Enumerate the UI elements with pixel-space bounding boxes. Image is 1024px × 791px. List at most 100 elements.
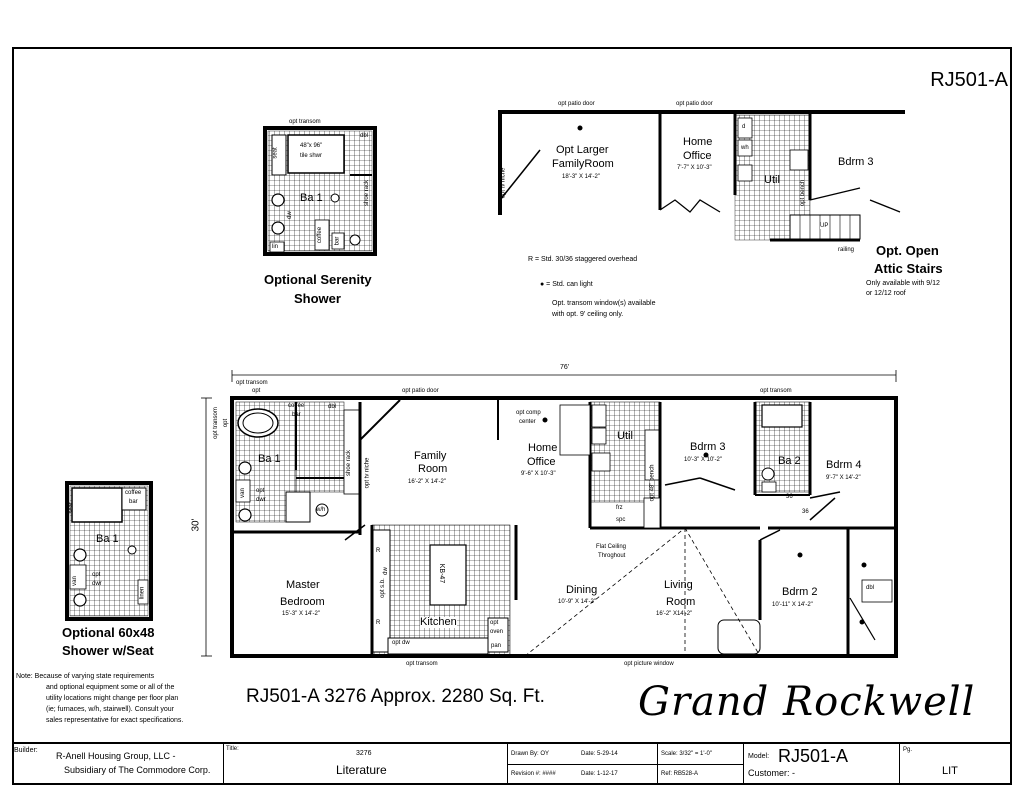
opt-sb-label: opt s.b. [379,578,386,598]
tb-date-1: Date: 5-29-14 [581,751,618,757]
dwr-label: dwr [256,497,266,503]
top-family: Opt Larger [556,144,609,156]
top-util: Util [764,174,780,186]
opt-picture-window: opt picture window [624,661,674,667]
tb-scale: Scale: 3/32" = 1'-0" [661,751,712,757]
top-office-2: Office [683,150,712,162]
legend-transom-2: with opt. 9' ceiling only. [552,311,624,318]
legend-transom-1: Opt. transom window(s) available [552,300,656,307]
pan-label: pan [491,643,502,649]
comp-center-1: opt comp [516,410,541,416]
dining-dim: 10'-9" X 14'-2" [558,599,596,605]
top-railing: railing [838,247,855,253]
note-line-4: (ie; furnaces, w/h, stairwell). Consult … [46,706,174,713]
r-label-1: R [376,548,381,554]
inset60-caption-1: Optional 60x48 [62,625,155,640]
tb-page-cell: Pg. LIT [900,744,1010,785]
tb-builder-2: Subsidiary of The Commodore Corp. [64,765,211,775]
dbl-label: dbl [328,404,337,410]
frz-label: frz [616,505,623,511]
bar-label: bar [292,412,301,418]
tb-model-val: RJ501-A [778,746,849,766]
opt-oven: opt [490,620,499,626]
note-line-3: utility locations might change per floor… [46,695,179,702]
top-office: Home [683,136,713,148]
room-home-office-2: Office [527,456,556,468]
serenity-dw: dw [286,211,293,219]
inset-top-plan [498,110,905,242]
van-label: van [239,488,246,498]
kb-47-label: KB-47 [438,563,446,584]
serenity-lin: lin [272,244,279,250]
attic-caption-4: or 12/12 roof [866,290,906,297]
brand-logo: Grand Rockwell [638,679,976,725]
top-patio-1: opt patio door [558,101,595,107]
room-bdrm2: Bdrm 2 [782,586,818,598]
inset60-caption-2: Shower w/Seat [62,643,154,658]
comp-center-2: center [519,419,536,425]
room-util: Util [617,430,633,442]
room-family-2: Room [418,463,448,475]
serenity-coffee: coffee [317,226,324,244]
note-line-5: sales representative for exact specifica… [46,717,184,724]
opt-transom-bottom: opt transom [406,661,438,667]
serenity-seat: seat [272,147,279,159]
room-dining: Dining [566,584,598,596]
oven-label: oven [490,629,504,635]
serenity-shoe-rack: shoe rack [364,179,371,207]
opt-left: opt [223,418,230,428]
serenity-shower-size: 48"x 96" [300,143,323,149]
door-36-b: 36 [802,509,809,515]
inset60-opt: opt [92,572,101,578]
room-master-2: Bedroom [280,596,325,608]
room-kitchen: Kitchen [420,616,457,628]
top-office-dim: 7'-7" X 10'-3" [677,165,712,171]
dbl-right: dbl [866,585,875,591]
tb-drawn-cell: Drawn By: OY Date: 5-29-14 Revision #: #… [508,744,658,785]
overall-width-label: 76' [560,364,570,371]
flat-ceiling-2: Throghout [598,553,626,559]
tb-revision: Revision #: #### [511,771,556,777]
shoe-rack-label: shoe rack [346,449,353,477]
room-bdrm3: Bdrm 3 [690,441,726,453]
flat-ceiling-1: Flat Ceiling [596,544,627,550]
tv-niche-label: opt tv niche [364,457,371,489]
tb-builder-label: Builder: [14,747,38,754]
attic-caption-3: Only available with 9/12 [866,280,940,287]
legend-r: R = Std. 30/36 staggered overhead [528,256,638,263]
inset-serenity-shower [263,126,377,256]
model-code: RJ501-A [930,69,1008,91]
serenity-dbl: dbl [360,133,369,139]
bdrm3-dim: 10'-3" X 10'-2" [684,457,722,463]
coffee-label: coffee [288,403,305,409]
note-line-1: Note: Because of varying state requireme… [16,673,155,680]
opt-patio-door: opt patio door [402,388,439,394]
serenity-opt-transom: opt transom [289,119,321,125]
attic-caption-2: Attic Stairs [874,261,943,276]
plan-headline: RJ501-A 3276 Approx. 2280 Sq. Ft. [246,686,545,707]
top-family-2: FamilyRoom [552,158,614,170]
room-family: Family [414,450,447,462]
family-dim: 16'-2" X 14'-2" [408,479,446,485]
top-family-dim: 18'-3" X 14'-2" [562,174,600,180]
spc-label: spc [616,517,626,523]
serenity-caption-1: Optional Serenity [264,272,372,287]
tb-title-cell: Title: 3276 Literature [224,744,508,785]
legend-can: ● = Std. can light [540,281,593,288]
top-up: UP [820,223,829,229]
attic-caption-1: Opt. Open [876,243,939,258]
opt-transom-right: opt transom [760,388,792,394]
inset60-seat: seat [68,502,75,514]
opt-dwr-label: opt [256,488,265,494]
tb-scale-cell: Scale: 3/32" = 1'-0" Ref: RB528-A [658,744,744,785]
opt-top: opt [252,388,261,394]
master-dim: 15'-3" X 14'-2" [282,611,320,617]
top-bdrm3: Bdrm 3 [838,156,874,168]
tb-builder-cell: Builder: R-Anell Housing Group, LLC - Su… [12,744,224,785]
r-label-2: R [376,620,381,626]
main-plan [201,370,898,658]
inset60-dwr: dwr [92,581,102,587]
room-ba1: Ba 1 [258,453,281,465]
overall-depth-label: 30' [190,518,202,532]
top-d: d [742,124,746,130]
